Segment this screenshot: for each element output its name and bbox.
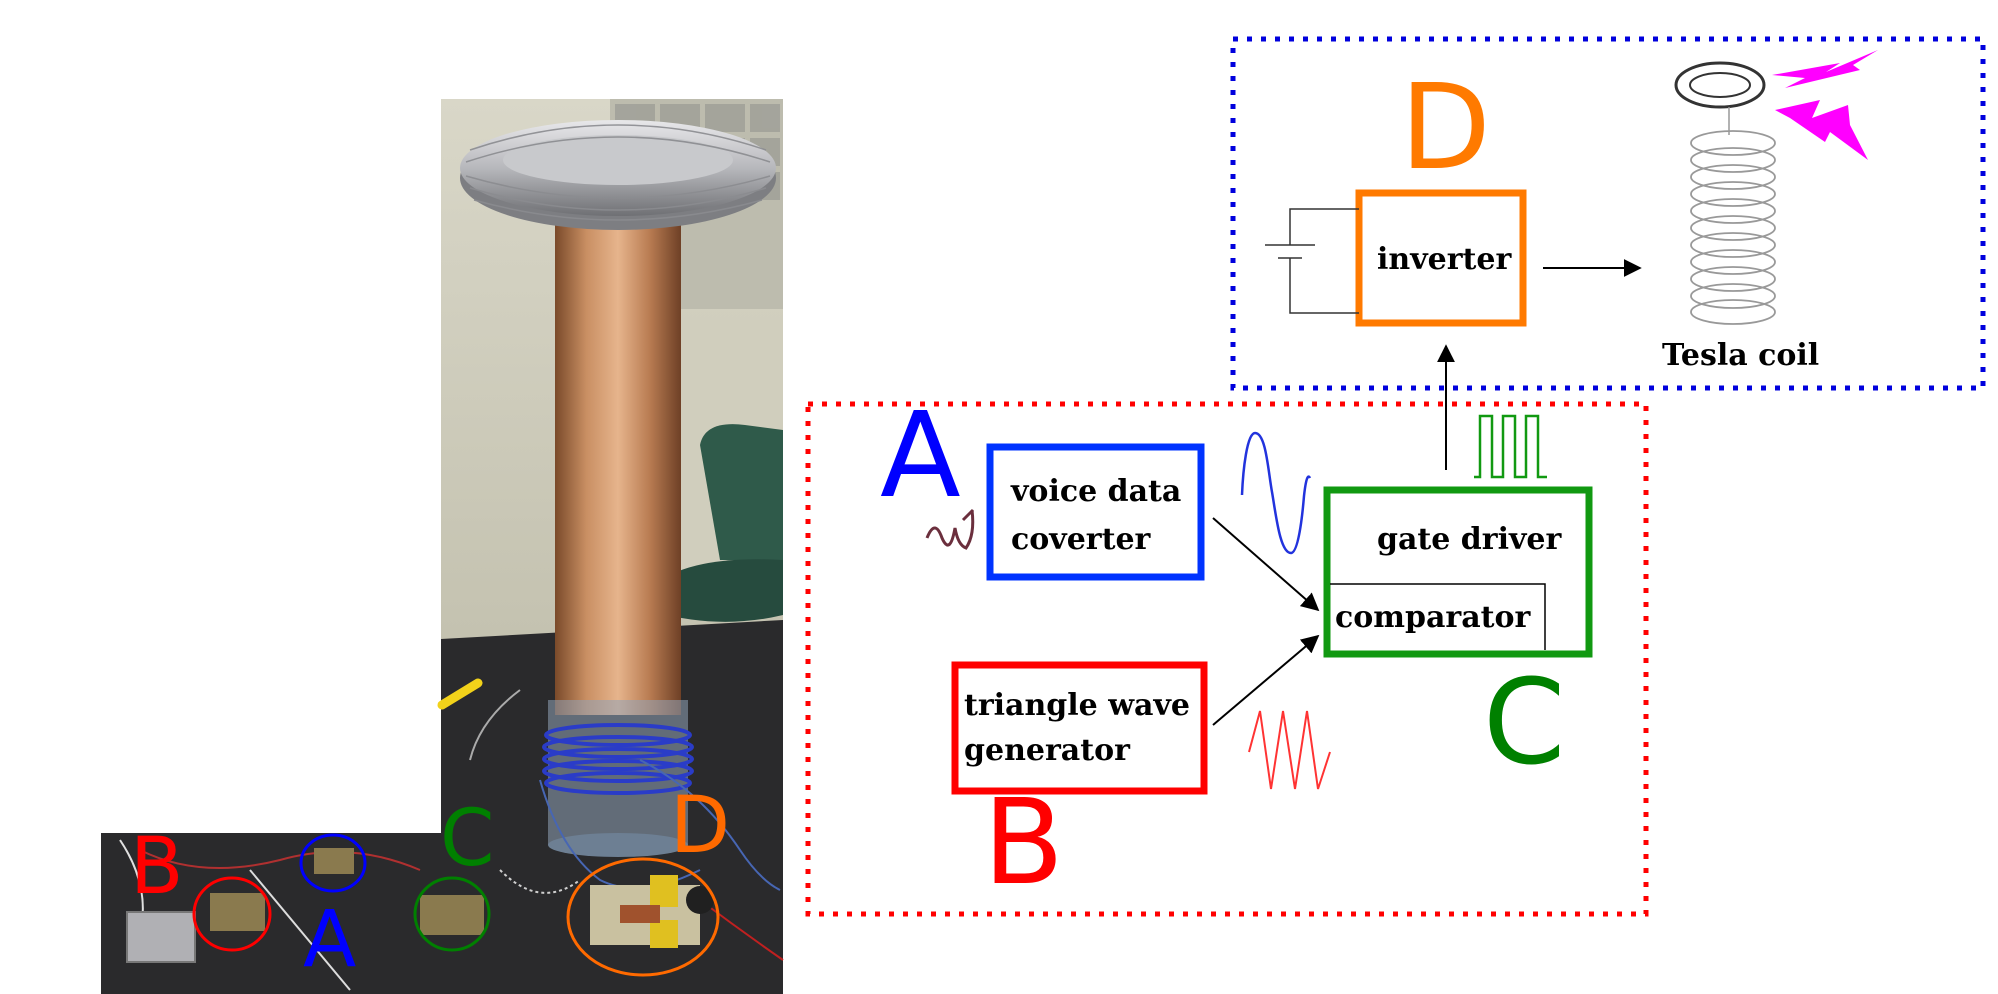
photo-wires	[119, 689, 784, 991]
power-region-dotted	[1230, 36, 1986, 391]
photo-primary-winding	[542, 723, 694, 795]
photo-toroid	[460, 120, 776, 230]
arrow-triangle-to-comparator	[1212, 634, 1320, 726]
square-waveform	[1474, 414, 1547, 479]
voice-converter-box	[986, 443, 1205, 581]
tesla-coil-symbol: Tesla coil	[1662, 50, 1878, 373]
triangle-generator-label-line2: generator	[964, 733, 1131, 768]
triangle-waveform	[1248, 710, 1331, 790]
block-diagram: voice data coverter A triangle wave gene…	[805, 36, 1986, 917]
spark-upper-icon	[1772, 50, 1878, 88]
dc-source-symbol	[1265, 208, 1359, 314]
photo-label-b: B	[130, 822, 184, 912]
driver-region-dotted	[805, 401, 1649, 917]
sine-waveform	[1240, 431, 1312, 555]
voice-converter-label-line2: coverter	[1011, 522, 1152, 557]
diagram-letter-d: D	[1400, 58, 1491, 196]
coil-windings	[1690, 130, 1776, 325]
photo-circle-c	[413, 876, 491, 952]
arrow-voice-to-comparator	[1212, 517, 1320, 612]
photo-label-a: A	[303, 895, 356, 985]
diagram-letter-c: C	[1483, 653, 1565, 791]
triangle-generator-label-line1: triangle wave	[964, 688, 1190, 723]
inverter-box	[1355, 189, 1527, 327]
diagram-letter-b: B	[983, 773, 1064, 911]
voice-converter-label-line1: voice data	[1010, 474, 1181, 509]
photo-label-d: D	[670, 781, 730, 871]
spark-lower-icon	[1775, 100, 1868, 160]
photo-circle-b	[192, 876, 272, 952]
photo-screwdriver	[437, 678, 483, 710]
gate-driver-box	[1323, 486, 1593, 658]
comparator-box	[1330, 583, 1546, 650]
inverter-label: inverter	[1377, 242, 1512, 277]
gate-driver-label: gate driver	[1377, 522, 1563, 557]
coil-toroid-outer	[1674, 61, 1766, 109]
comparator-label: comparator	[1335, 600, 1532, 635]
voice-input-squiggle	[925, 508, 975, 550]
photo-circle-a	[299, 833, 367, 893]
diagram-letter-a: A	[880, 386, 961, 524]
tesla-coil-photo: B A C D	[101, 99, 784, 994]
triangle-generator-box	[951, 661, 1208, 795]
photo-chair	[655, 424, 783, 640]
coil-toroid-inner	[1689, 72, 1751, 98]
photo-copper-tube	[555, 195, 681, 715]
tesla-coil-label: Tesla coil	[1662, 338, 1819, 373]
photo-circle-d	[566, 857, 720, 977]
photo-boards	[126, 848, 714, 963]
photo-label-c: C	[440, 794, 494, 884]
